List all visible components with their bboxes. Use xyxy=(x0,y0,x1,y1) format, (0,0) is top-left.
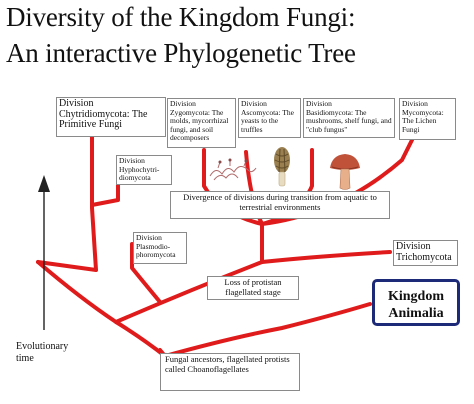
hyphochytridiomycota-text: Hyphochytri-diomycota xyxy=(119,164,160,183)
ascomycota-text: Ascomycota: The yeasts to the truffles xyxy=(241,107,294,134)
zygomycota-box[interactable]: Division Zygomycota: The molds, mycorrhi… xyxy=(167,98,236,148)
zygomycota-division-label: Division xyxy=(170,99,196,108)
fungal-ancestors-text: Fungal ancestors, flagellated protists c… xyxy=(165,354,290,374)
ascomycota-box[interactable]: Division Ascomycota: The yeasts to the t… xyxy=(238,98,301,138)
mycomycota-text: Mycomycota: The Lichen Fungi xyxy=(402,107,444,134)
trichomycota-division-label: Division xyxy=(396,241,431,252)
fungal-ancestors-box: Fungal ancestors, flagellated protists c… xyxy=(160,353,300,391)
protistan-loss-text: Loss of protistan flagellated stage xyxy=(224,277,282,297)
trichomycota-box[interactable]: Division Trichomycota xyxy=(393,240,458,266)
chytrid-branch xyxy=(36,138,98,272)
chytridiomycota-text: Chytridiomycota: The Primitive Fungi xyxy=(59,108,148,130)
inner-branch xyxy=(114,260,264,324)
mycomycota-division-label: Division xyxy=(402,99,428,108)
plasmodiophoromycota-division-label: Division xyxy=(136,233,162,242)
chytridiomycota-division-label: Division xyxy=(59,98,94,109)
kingdom-label: Kingdom xyxy=(387,289,444,304)
tricho-branch xyxy=(260,250,392,264)
animalia-label: Animalia xyxy=(388,306,444,321)
hyphochytridiomycota-division-label: Division xyxy=(119,156,145,165)
mold-illustration xyxy=(209,158,257,181)
time-text: time xyxy=(16,353,34,364)
kingdom-animalia-box[interactable]: Kingdom Animalia xyxy=(372,279,460,326)
hypho-branch xyxy=(90,183,120,207)
mycomycota-box[interactable]: Division Mycomycota: The Lichen Fungi xyxy=(399,98,456,140)
evolutionary-text: Evolutionary xyxy=(16,341,69,352)
hyphochytridiomycota-box[interactable]: Division Hyphochytri-diomycota xyxy=(116,155,172,185)
divergence-box: Divergence of divisions during transitio… xyxy=(170,191,390,219)
ascomycota-division-label: Division xyxy=(241,99,267,108)
basidiomycota-text: Basidiomycota: The mushrooms, shelf fung… xyxy=(306,107,392,134)
chytridiomycota-box[interactable]: Division Chytridiomycota: The Primitive … xyxy=(56,97,166,137)
zygomycota-text: Zygomycota: The molds, mycorrhizal fungi… xyxy=(170,107,229,143)
basidiomycota-division-label: Division xyxy=(306,99,332,108)
title-line-1: Diversity of the Kingdom Fungi: xyxy=(6,2,356,32)
divergence-text: Divergence of divisions during transitio… xyxy=(183,192,377,212)
animalia-branch xyxy=(163,302,372,358)
morel-illustration xyxy=(274,147,290,187)
plasmodiophoromycota-text: Plasmodio-phoromycota xyxy=(136,241,176,260)
basidiomycota-box[interactable]: Division Basidiomycota: The mushrooms, s… xyxy=(303,98,395,138)
mushroom-illustration xyxy=(330,154,360,190)
up-arrow-icon xyxy=(38,175,50,330)
plasmo-branch xyxy=(130,242,162,304)
protistan-loss-box: Loss of protistan flagellated stage xyxy=(207,276,299,300)
title-line-2: An interactive Phylogenetic Tree xyxy=(6,38,356,68)
trichomycota-text: Trichomycota xyxy=(396,251,452,263)
plasmodiophoromycota-box[interactable]: Division Plasmodio-phoromycota xyxy=(133,232,187,264)
evolutionary-time-label: Evolutionary time xyxy=(16,341,68,365)
